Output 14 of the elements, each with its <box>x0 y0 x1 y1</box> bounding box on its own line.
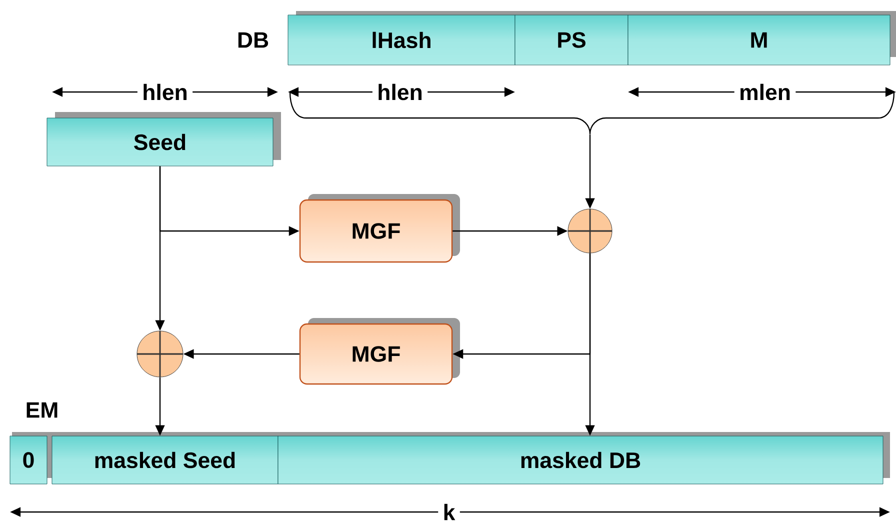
dimension-label: mlen <box>734 82 796 102</box>
dimension-label: hlen <box>372 82 428 102</box>
field-box: Seed <box>46 118 274 166</box>
field-box: masked Seed <box>52 436 278 484</box>
xor-symbol <box>568 208 612 254</box>
field-box: 0 <box>10 436 48 484</box>
dimension-label: hlen <box>137 82 193 102</box>
field-label: EM <box>26 402 58 418</box>
mgf-box: MGF <box>299 323 453 385</box>
xor-symbol <box>136 330 184 378</box>
field-box: PS <box>514 14 628 66</box>
mgf-box: MGF <box>299 199 453 263</box>
field-label: DB <box>238 32 268 48</box>
dimension-label: k <box>438 502 460 522</box>
